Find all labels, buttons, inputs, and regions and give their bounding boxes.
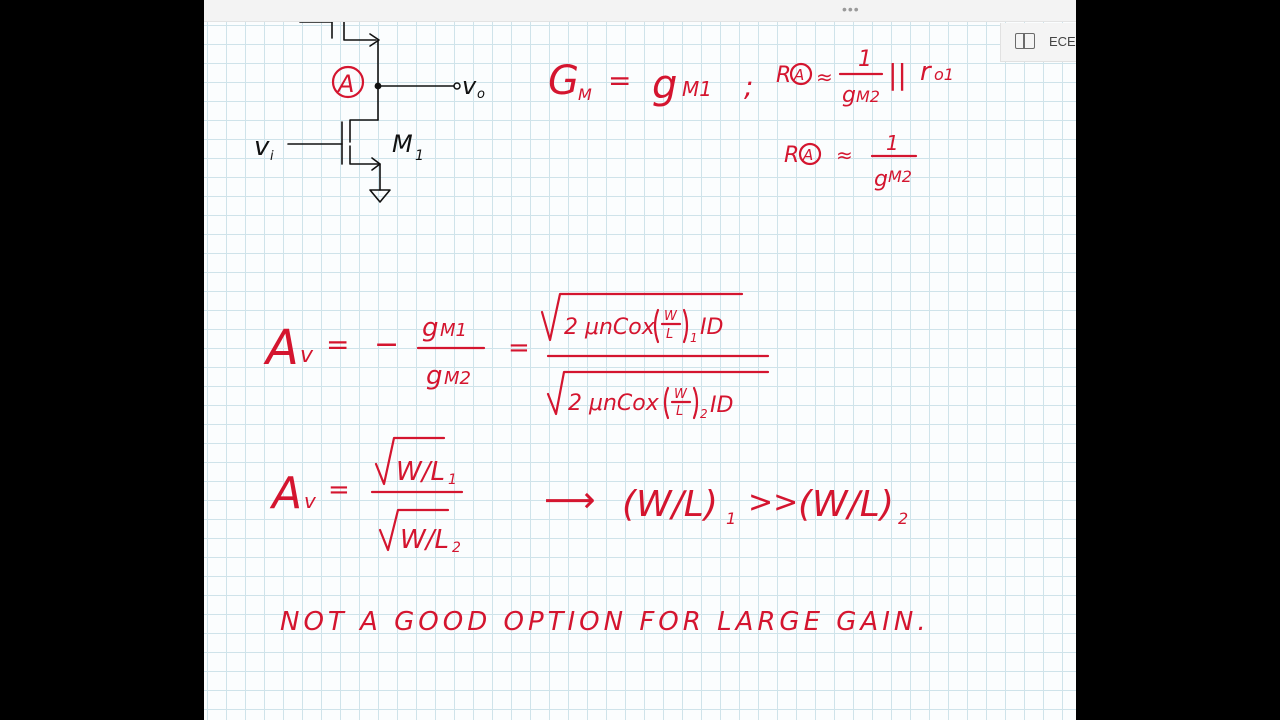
av-sub: v bbox=[304, 489, 317, 513]
transistor-sub: 1 bbox=[415, 148, 424, 164]
output-terminal bbox=[453, 82, 461, 90]
gm-equation: G M = g M1 ; bbox=[548, 58, 753, 108]
ra-node: A bbox=[802, 146, 813, 164]
minus-sign: − bbox=[374, 327, 399, 362]
sqrt-num-sub: 1 bbox=[448, 472, 457, 488]
gm1-sub: M1 bbox=[682, 77, 712, 101]
sqrt-den-frac-top: W bbox=[674, 387, 688, 402]
implies-arrow: ⟶ bbox=[544, 480, 596, 521]
notebook-tab-label: ECE bbox=[1049, 34, 1076, 49]
equals-sign-2: = bbox=[508, 333, 530, 363]
circuit-wire bbox=[349, 145, 379, 165]
ra-equation-2: R A ≈ 1 g M2 bbox=[784, 131, 918, 192]
gm1-symbol: g bbox=[652, 62, 677, 108]
fraction-den-sub: M2 bbox=[444, 368, 471, 389]
output-label: v bbox=[462, 72, 477, 100]
sqrt-den-tail: ID bbox=[710, 393, 733, 418]
arrow-icon bbox=[369, 33, 380, 47]
transistor-label: M bbox=[392, 130, 413, 158]
approx-sign: ≈ bbox=[836, 143, 853, 167]
sqrt-den-text: W/L bbox=[400, 525, 449, 555]
sqrt-num-frac-top: W bbox=[664, 309, 678, 324]
sqrt-num-text: W/L bbox=[396, 457, 445, 487]
fraction-num: g bbox=[422, 313, 439, 343]
relation-right: (W/L) bbox=[798, 484, 894, 525]
av-sub: v bbox=[300, 343, 314, 368]
node-a-circle bbox=[331, 65, 365, 99]
sqrt-num-text: 2 μnCox bbox=[564, 315, 656, 340]
circuit-schematic: v o A v i M 1 bbox=[254, 22, 485, 203]
sqrt-icon bbox=[378, 508, 450, 552]
sqrt-icon bbox=[374, 436, 446, 486]
notebook-icon bbox=[1015, 33, 1035, 49]
ra-symbol: R bbox=[784, 143, 799, 168]
fraction-den: g bbox=[426, 361, 443, 391]
av-symbol: A bbox=[269, 468, 302, 519]
av-equation-2: A v = W/L 1 W/L 2 ⟶ (W/L) 1 >> (W/L) 2 bbox=[269, 436, 908, 556]
sqrt-den-sub: 2 bbox=[452, 540, 461, 556]
sqrt-den-frac-bot: L bbox=[676, 404, 683, 419]
notebook-tab[interactable]: ECE bbox=[1000, 23, 1076, 62]
circuit-wire bbox=[343, 22, 377, 41]
node-a-circle bbox=[789, 62, 813, 86]
ra-equation-1: R A ≈ 1 g M2 || r o1 bbox=[776, 47, 954, 108]
equals-sign: = bbox=[608, 64, 631, 97]
output-sub: o bbox=[477, 87, 485, 102]
equals-sign: = bbox=[328, 475, 350, 505]
more-options-icon[interactable]: ••• bbox=[842, 1, 860, 17]
av-symbol: A bbox=[263, 320, 299, 376]
gm-sub: M bbox=[578, 85, 592, 104]
ro-sub: o1 bbox=[934, 65, 954, 84]
app-window: ••• v o A bbox=[204, 0, 1076, 720]
fraction-den: g bbox=[842, 83, 856, 108]
fraction-den-sub: M2 bbox=[856, 87, 880, 106]
fraction-den-sub: M2 bbox=[888, 167, 912, 186]
title-bar: ••• bbox=[204, 0, 1076, 22]
relation-left: (W/L) bbox=[622, 484, 718, 525]
fraction-num-sub: M1 bbox=[440, 320, 467, 341]
paren-icon bbox=[653, 308, 689, 344]
conclusion-text: NOT A GOOD OPTION FOR LARGE GAIN. bbox=[280, 607, 930, 637]
gm-symbol: G bbox=[548, 58, 579, 104]
paren-icon bbox=[663, 386, 699, 420]
ground-icon bbox=[369, 189, 391, 203]
separator: ; bbox=[744, 70, 753, 103]
ro-symbol: r bbox=[920, 57, 933, 87]
approx-sign: ≈ bbox=[816, 65, 833, 89]
fraction-num: 1 bbox=[886, 131, 899, 155]
relation-operator: >> bbox=[748, 485, 798, 520]
av-equation-1: A v = − g M1 g M2 = 2 μnCox W L 1 ID bbox=[263, 292, 770, 421]
relation-left-sub: 1 bbox=[726, 509, 736, 528]
parallel-sign: || bbox=[888, 58, 907, 91]
sqrt-den-text: 2 μnCox bbox=[568, 391, 660, 416]
node-a-label: A bbox=[336, 70, 354, 98]
node-a-circle bbox=[798, 142, 822, 166]
circuit-wire bbox=[349, 119, 379, 143]
ra-node: A bbox=[793, 66, 804, 84]
sqrt-icon bbox=[546, 370, 770, 416]
equals-sign: = bbox=[326, 328, 349, 361]
sqrt-den-sub: 2 bbox=[700, 407, 708, 421]
sqrt-num-frac-bot: L bbox=[666, 327, 673, 342]
input-sub: i bbox=[270, 149, 274, 164]
sqrt-num-sub: 1 bbox=[690, 331, 698, 345]
sqrt-num-tail: ID bbox=[700, 315, 723, 340]
fraction-den: g bbox=[874, 167, 888, 192]
ra-symbol: R bbox=[776, 63, 791, 88]
ink-layer: v o A v i M 1 G M bbox=[254, 22, 954, 637]
relation-right-sub: 2 bbox=[898, 509, 908, 528]
fraction-num: 1 bbox=[858, 47, 872, 72]
notebook-canvas[interactable]: v o A v i M 1 G M bbox=[204, 22, 1076, 720]
sqrt-icon bbox=[540, 292, 744, 342]
input-label: v bbox=[254, 132, 270, 162]
